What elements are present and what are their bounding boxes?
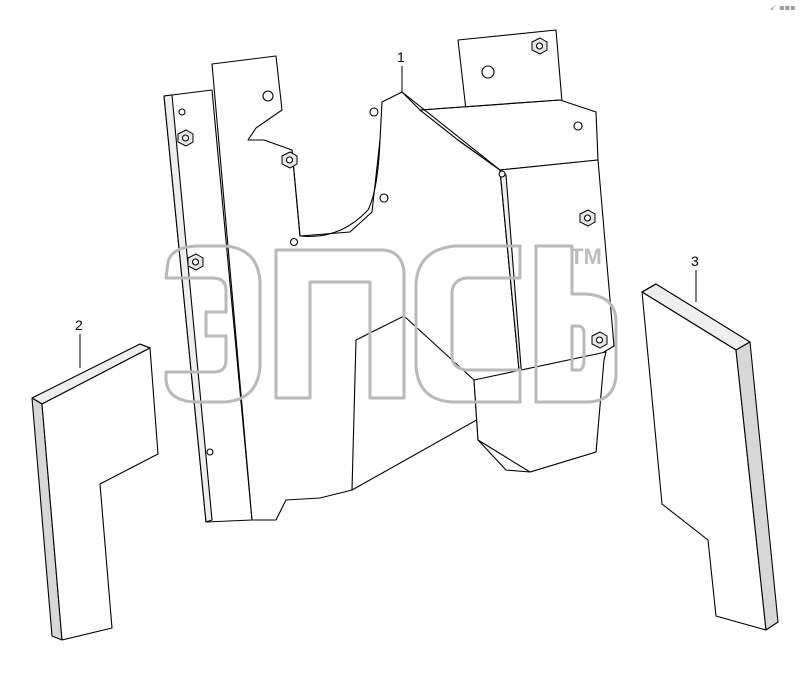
nut-icon xyxy=(281,151,298,169)
nut-icon xyxy=(591,331,608,349)
nut-icon xyxy=(177,129,194,147)
svg-text:3: 3 xyxy=(691,253,699,269)
callout-1: 1 xyxy=(397,49,405,92)
nut-icon xyxy=(531,37,548,55)
callout-2: 2 xyxy=(75,317,83,368)
part-1-bracket xyxy=(163,29,615,523)
svg-text:1: 1 xyxy=(397,49,405,65)
part-3-pad xyxy=(641,283,779,631)
svg-text:2: 2 xyxy=(75,317,83,333)
trademark-mark: TM xyxy=(570,244,602,269)
watermark-logo: TM xyxy=(164,244,618,404)
nut-icon xyxy=(187,253,204,271)
callout-3: 3 xyxy=(691,253,699,302)
part-2-pad xyxy=(31,343,159,641)
corner-mark: ↙ ▪▪▪ xyxy=(770,3,796,12)
nut-icon xyxy=(579,209,596,227)
